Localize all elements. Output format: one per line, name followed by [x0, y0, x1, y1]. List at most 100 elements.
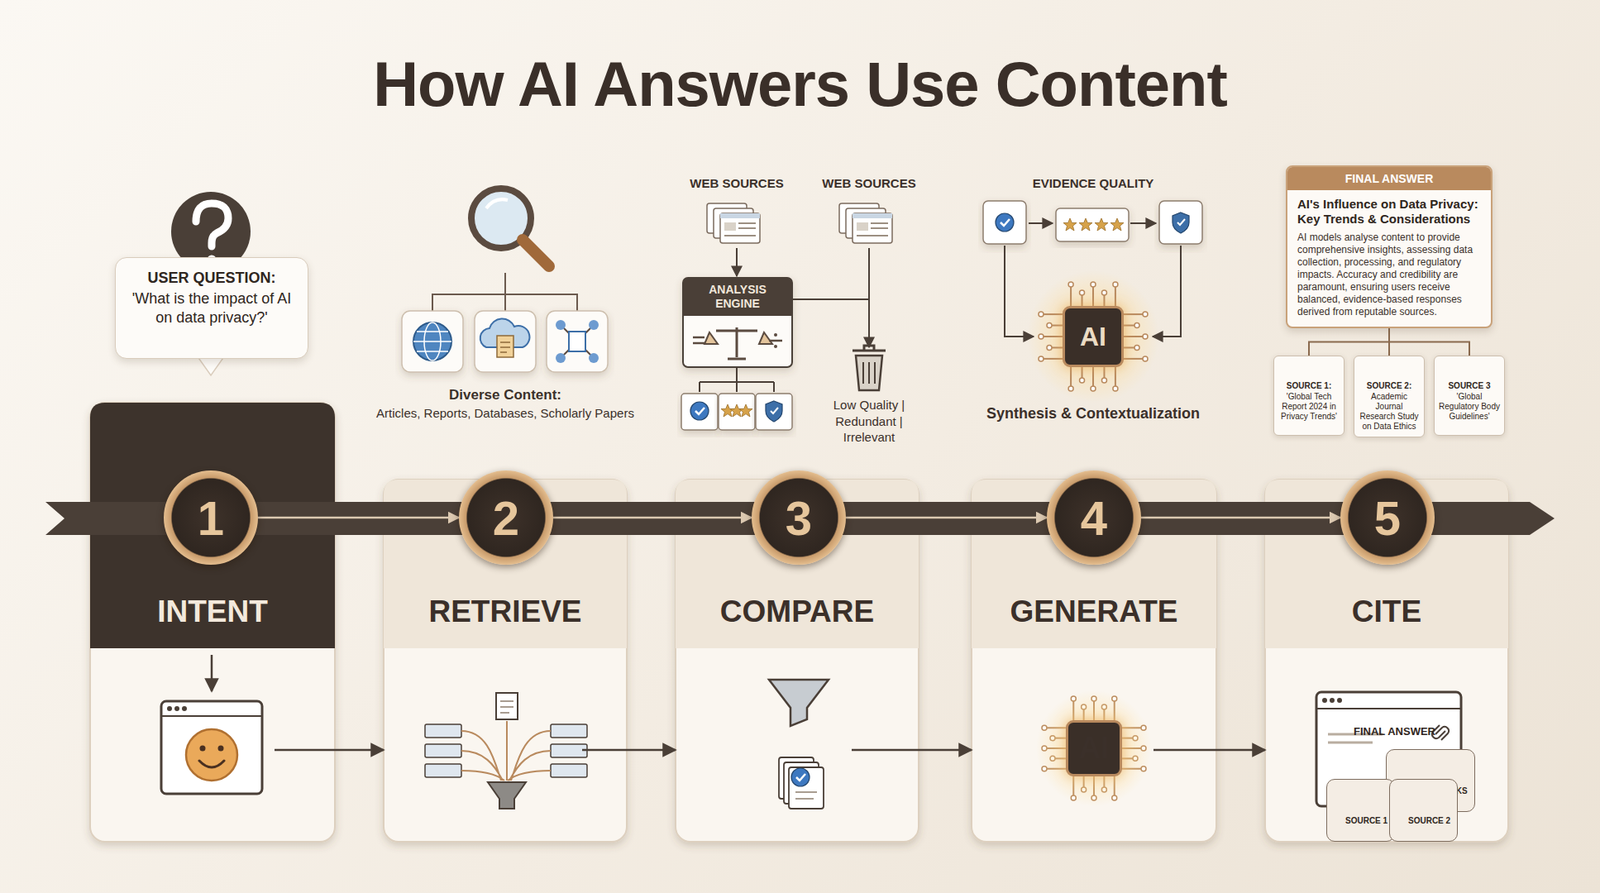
circuit-trace [1092, 367, 1094, 389]
evidence-icons [1055, 208, 1129, 242]
card-icons [161, 715, 263, 717]
circuit-trace [1142, 334, 1148, 340]
card-icons [218, 745, 225, 752]
step-card: RETRIEVE [383, 479, 627, 842]
compare-icons [704, 332, 773, 344]
text-label: Low Quality | Redundant | Irrelevant [819, 396, 919, 446]
retrieve-icons [401, 310, 464, 373]
circuit-trace [1123, 358, 1146, 360]
circuit-trace [1134, 323, 1140, 329]
node-heading: SOURCE 2: [1357, 381, 1421, 391]
connector [1141, 516, 1341, 520]
compare-icons [739, 404, 753, 417]
source-card: SOURCE 1:'Global Tech Report 2024 in Pri… [1273, 355, 1345, 436]
evidence-icons [1110, 218, 1124, 231]
compare-icons [681, 203, 893, 430]
retrieve-icons [432, 272, 578, 311]
compare-icons [792, 298, 870, 301]
card-icons [791, 768, 810, 787]
node-heading: FINAL ANSWER [1287, 167, 1491, 191]
circuit-trace [1069, 367, 1072, 389]
node-heading: RETRIEVE [383, 593, 627, 631]
evidence-icons [1172, 212, 1190, 234]
evidence-icons [1004, 245, 1034, 337]
evidence-icons [1130, 222, 1156, 225]
compare-icons [855, 355, 883, 391]
circuit-trace [1090, 386, 1096, 392]
node-heading: 3 [785, 490, 812, 546]
compare-icons [773, 333, 778, 337]
evidence-icons [1026, 270, 1160, 403]
connector [1389, 328, 1470, 356]
text-label: WEB SOURCES [674, 176, 799, 191]
node-heading: ANALYSIS ENGINE [682, 277, 793, 316]
text-label: WEB SOURCES [807, 176, 932, 191]
node-text: Academic Journal Research Study on Data … [1357, 391, 1421, 432]
evidence-icons [1159, 200, 1203, 244]
step-card: COMPARE [675, 479, 919, 842]
compare-icons [773, 344, 778, 349]
question-icon [195, 203, 229, 247]
circuit-trace [1123, 313, 1146, 316]
compare-icons [681, 393, 718, 430]
card-icons [186, 729, 238, 781]
node-text: 'Global Tech Report 2024 in Privacy Tren… [1277, 391, 1341, 422]
node-heading: GENERATE [971, 593, 1217, 631]
card-icons [210, 654, 214, 692]
card-icons [274, 749, 335, 752]
card-icons [500, 701, 514, 713]
node-heading: AI [1079, 321, 1107, 353]
evidence-icons [983, 200, 1027, 244]
source-pill: SOURCE 1 [1326, 778, 1395, 842]
compare-icons [699, 367, 774, 392]
card-icons [1329, 697, 1335, 703]
node-heading: FINAL ANSWER [1316, 692, 1462, 750]
node-heading: 1 [197, 490, 225, 546]
card-icons [199, 760, 225, 768]
retrieve-icons [500, 342, 511, 353]
card-icons [161, 701, 263, 794]
compare-icons [839, 203, 893, 244]
circuit-trace [1079, 290, 1085, 296]
source-card: SOURCE 2:Academic Journal Research Study… [1353, 355, 1425, 438]
card-icons [181, 706, 187, 712]
node-heading: USER QUESTION: [124, 269, 300, 287]
node-text: 'Global Regulatory Body Guidelines' [1437, 391, 1501, 422]
retrieve-icons [522, 239, 550, 267]
compare-icons [692, 337, 783, 344]
node-heading: AI [1079, 730, 1110, 767]
evidence-icons [1079, 218, 1093, 231]
circuit-trace [1068, 281, 1074, 287]
step-number: 4 [1046, 470, 1142, 565]
circuit-trace [1038, 356, 1044, 362]
analysis-engine: ANALYSIS ENGINE [682, 277, 793, 316]
connector [1308, 328, 1390, 356]
retrieve-icons [496, 335, 514, 358]
question-bubble: USER QUESTION:'What is the impact of AI … [114, 257, 309, 359]
circuit-trace [1079, 377, 1085, 383]
retrieve-icons [555, 353, 566, 363]
text-label: Articles, Reports, Databases, Scholarly … [372, 405, 638, 421]
node-heading: 4 [1080, 490, 1108, 546]
card-icons [1316, 707, 1462, 710]
card-icons [550, 764, 588, 778]
node-heading: CITE [1265, 593, 1509, 631]
compare-icons [735, 248, 738, 277]
connector [553, 516, 752, 520]
circuit-trace [1046, 344, 1052, 350]
card-icons [1153, 749, 1217, 752]
card-icons [496, 692, 518, 720]
card-icons [200, 745, 206, 752]
circuit-trace [1112, 386, 1118, 392]
circuit-trace [1038, 311, 1044, 317]
step-card: GENERATE AI [971, 479, 1217, 842]
node-text: AI models analyse content to provide com… [1287, 226, 1491, 327]
circuit-trace [1092, 284, 1094, 306]
circuit-trace [1142, 356, 1148, 362]
card-icons [425, 724, 462, 738]
card-icons [425, 744, 462, 758]
circuit-trace [1041, 358, 1063, 360]
compare-icons [868, 248, 870, 348]
